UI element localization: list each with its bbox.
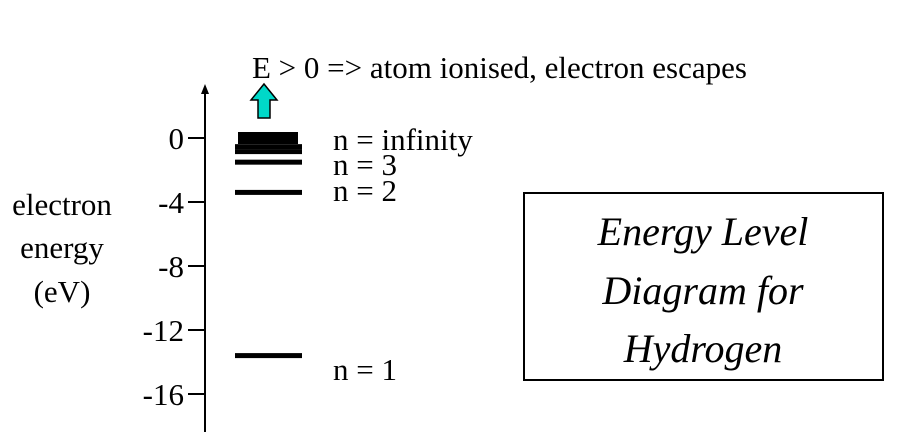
tick-label: -4 [158,185,184,220]
tick-label: -12 [143,313,184,348]
energy-level-line [235,149,302,155]
level-label: n = 3 [333,147,397,182]
level-label: n = 2 [333,173,397,208]
axis-arrow-icon [201,84,209,94]
level-label: n = infinity [333,122,473,157]
energy-level-line [238,132,298,144]
tick-label: -8 [158,249,184,284]
escape-arrow-icon [249,82,279,119]
title-line: Energy Level [597,209,809,254]
title-line: Hydrogen [623,326,782,371]
ionisation-caption: E > 0 => atom ionised, electron escapes [252,50,747,85]
energy-level-line [235,159,302,165]
tick-label: -16 [143,377,184,412]
axis-label-line: (eV) [34,274,91,309]
axis-label-line: electron [12,187,112,222]
title-line: Diagram for [601,268,804,313]
tick-label: 0 [169,121,185,156]
title-box [523,192,884,381]
axis-label: electron energy (eV) [12,187,112,309]
energy-level-line [235,144,302,150]
energy-level-line [235,353,302,359]
energy-level-line [235,189,302,195]
level-label: n = 1 [333,352,397,387]
axis-label-line: energy [20,230,104,265]
